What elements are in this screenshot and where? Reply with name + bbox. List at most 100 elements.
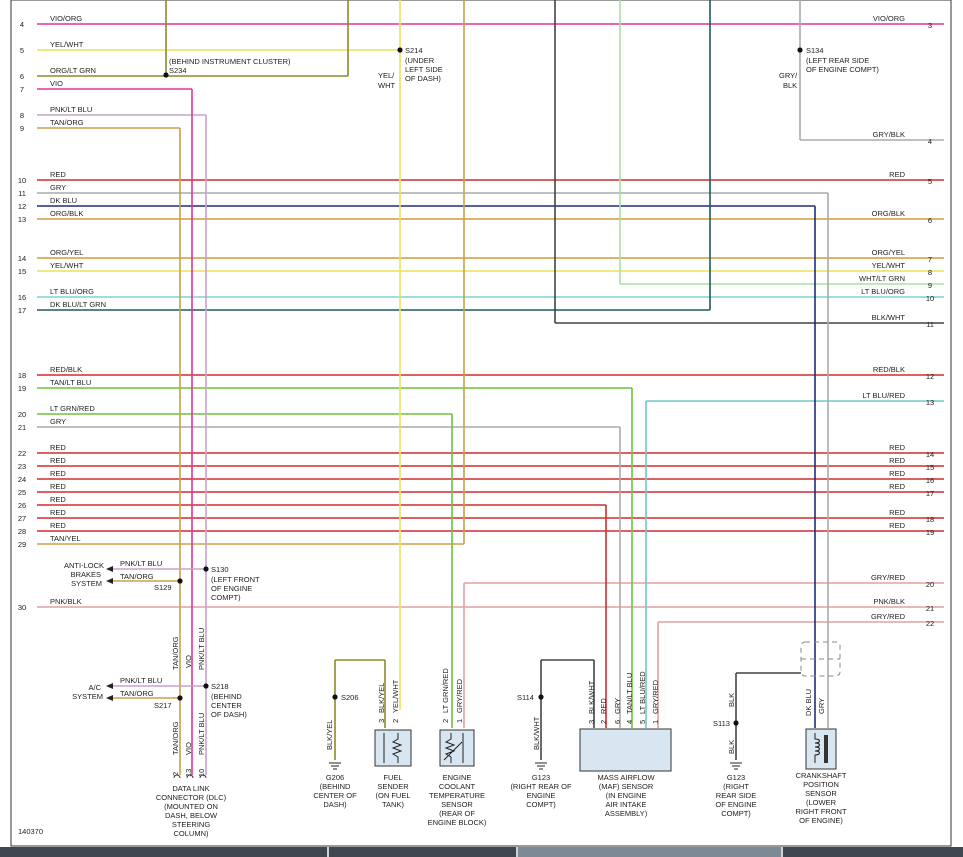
dlc-pin-1: 2 xyxy=(171,772,180,776)
wire-label-left-21: GRY xyxy=(50,417,66,426)
splice-s130-desc-3: COMPT) xyxy=(211,593,241,602)
svg-text:CRANKSHAFT: CRANKSHAFT xyxy=(796,771,847,780)
g123b-lower-wire: BLK xyxy=(727,740,736,754)
bottom-bar-segment-2[interactable] xyxy=(516,847,782,857)
wire-label-right-9: WHT/LT GRN xyxy=(859,274,905,283)
splice-s214-id: S214 xyxy=(405,46,423,55)
ckp-wire-gry: GRY xyxy=(817,698,826,714)
maf-pin-1: 1 xyxy=(651,720,660,724)
wire-label-left-27: RED xyxy=(50,508,66,517)
svg-text:(RIGHT: (RIGHT xyxy=(723,782,749,791)
pin-left-5: 5 xyxy=(20,46,24,55)
svg-text:G123: G123 xyxy=(532,773,550,782)
svg-text:ASSEMBLY): ASSEMBLY) xyxy=(605,809,648,818)
splice-s214-desc-2: LEFT SIDE xyxy=(405,65,443,74)
bottom-scroll-bar[interactable] xyxy=(0,847,963,857)
svg-text:COMPT): COMPT) xyxy=(721,809,751,818)
svg-text:SENSOR: SENSOR xyxy=(441,800,473,809)
pin-left-20: 20 xyxy=(18,410,26,419)
fuel-sender-label: FUEL SENDER (ON FUEL TANK) xyxy=(375,773,410,809)
abs-label-2: BRAKES xyxy=(71,570,101,579)
ckp-coil-icon xyxy=(814,733,820,763)
splice-s214-desc-1: (UNDER xyxy=(405,56,435,65)
splice-s234-id: S234 xyxy=(169,66,187,75)
wire-label-right-20: GRY/RED xyxy=(871,573,906,582)
splice-s218-desc-3: OF DASH) xyxy=(211,710,247,719)
dlc-connector-icon xyxy=(173,774,207,779)
vertical-wire-layer xyxy=(113,0,829,775)
splice-s217-dot xyxy=(177,695,183,701)
pin-left-14: 14 xyxy=(18,254,26,263)
ckp-sensor-box xyxy=(805,728,837,770)
splice-s129-dot xyxy=(177,578,183,584)
wire-label-left-14: ORG/YEL xyxy=(50,248,83,257)
svg-text:RIGHT FRONT: RIGHT FRONT xyxy=(795,807,847,816)
pin-right-11: 11 xyxy=(926,320,934,329)
ac-arrow-2 xyxy=(106,695,113,701)
pin-left-24: 24 xyxy=(18,475,26,484)
pin-left-29: 29 xyxy=(18,540,26,549)
wire-label-right-6: ORG/BLK xyxy=(872,209,905,218)
splice-s130-desc-1: (LEFT FRONT xyxy=(211,575,260,584)
dlc-upper-wire-3: PNK/LT BLU xyxy=(197,628,206,670)
dlc-upper-wire-1: TAN/ORG xyxy=(171,636,180,670)
ac-wire-1: PNK/LT BLU xyxy=(120,676,162,685)
pin-right-5: 5 xyxy=(928,177,932,186)
bottom-bar-segment-3[interactable] xyxy=(781,847,963,857)
ac-arrow-1 xyxy=(106,683,113,689)
svg-text:TEMPERATURE: TEMPERATURE xyxy=(429,791,485,800)
pin-left-27: 27 xyxy=(18,514,26,523)
fuel-wire-2: YEL/WHT xyxy=(391,679,400,713)
pin-left-13: 13 xyxy=(18,215,26,224)
wire-label-right-18: RED xyxy=(889,508,905,517)
g206-wire-label: BLK/YEL xyxy=(325,720,334,750)
maf-wire-6: GRY xyxy=(613,698,622,714)
splice-s134-wire-2: BLK xyxy=(783,81,797,90)
pin-left-17: 17 xyxy=(18,306,26,315)
pin-left-15: 15 xyxy=(18,267,26,276)
wire-label-left-7: VIO xyxy=(50,79,63,88)
fuel-pin-3: 3 xyxy=(377,719,386,723)
ac-wire-2: TAN/ORG xyxy=(120,689,154,698)
pin-left-30: 30 xyxy=(18,603,26,612)
splice-s113-dot xyxy=(733,720,739,726)
svg-text:REAR SIDE: REAR SIDE xyxy=(716,791,756,800)
splice-s218-desc-2: CENTER xyxy=(211,701,242,710)
svg-text:POSITION: POSITION xyxy=(803,780,839,789)
wire-label-left-10: RED xyxy=(50,170,66,179)
splice-s217-id: S217 xyxy=(154,701,172,710)
pin-left-8: 8 xyxy=(20,111,24,120)
svg-text:(RIGHT REAR OF: (RIGHT REAR OF xyxy=(510,782,572,791)
wire-label-left-11: GRY xyxy=(50,183,66,192)
pin-right-4: 4 xyxy=(928,137,932,146)
dlc-lower-wire-2: VIO xyxy=(184,742,193,755)
abs-arrow-1 xyxy=(106,566,113,572)
svg-text:CONNECTOR (DLC): CONNECTOR (DLC) xyxy=(156,793,227,802)
pin-left-6: 6 xyxy=(20,72,24,81)
bottom-bar-segment-1[interactable] xyxy=(327,847,517,857)
splice-s218-dot xyxy=(203,683,209,689)
ac-label-2: SYSTEM xyxy=(72,692,103,701)
splice-s214-dot xyxy=(397,47,403,53)
maf-wire-1: GRY/RED xyxy=(651,679,660,714)
maf-pin-3: 3 xyxy=(587,720,596,724)
splice-s214-wire-2: WHT xyxy=(378,81,395,90)
svg-text:ENGINE BLOCK): ENGINE BLOCK) xyxy=(428,818,487,827)
svg-text:DASH): DASH) xyxy=(323,800,347,809)
wire-label-left-25: RED xyxy=(50,482,66,491)
svg-text:ENGINE: ENGINE xyxy=(443,773,472,782)
wire-label-left-26: RED xyxy=(50,495,66,504)
wire-label-right-3: VIO/ORG xyxy=(873,14,905,23)
pin-left-21: 21 xyxy=(18,423,26,432)
wire-label-left-4: VIO/ORG xyxy=(50,14,82,23)
wire-label-left-19: TAN/LT BLU xyxy=(50,378,91,387)
wire-label-right-5: RED xyxy=(889,170,905,179)
g123b-upper-wire: BLK xyxy=(727,693,736,707)
pin-left-28: 28 xyxy=(18,527,26,536)
abs-label-1: ANTI-LOCK xyxy=(64,561,104,570)
svg-text:ENGINE: ENGINE xyxy=(527,791,556,800)
fuel-sender-resistor-icon xyxy=(383,733,403,763)
splice-s130-desc-2: OF ENGINE xyxy=(211,584,252,593)
